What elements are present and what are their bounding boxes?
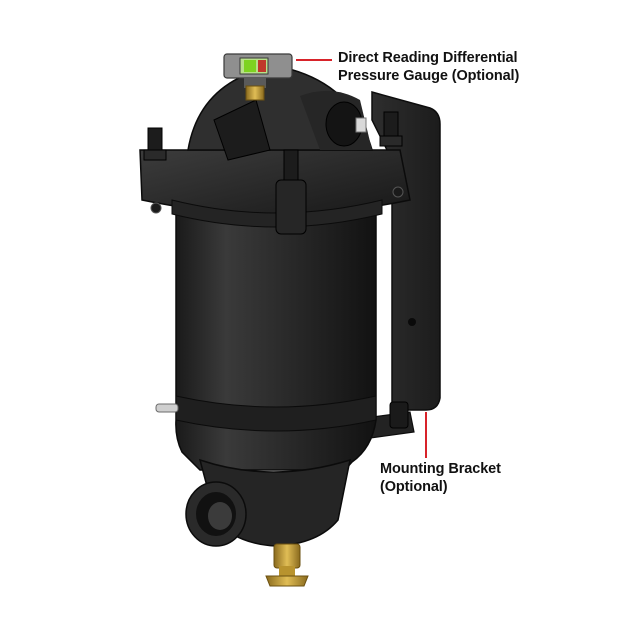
bracket-callout-line2: (Optional) (380, 479, 448, 495)
differential-pressure-gauge (223, 53, 293, 101)
leader-lines (296, 59, 427, 458)
gauge-callout-line1: Direct Reading Differential (338, 50, 518, 66)
gauge-callout-label: Direct Reading Differential Pressure Gau… (338, 49, 519, 85)
inlet-port (185, 481, 247, 547)
drain-valve (265, 543, 309, 587)
bracket-callout-label: Mounting Bracket (Optional) (380, 460, 501, 496)
bracket-callout-line1: Mounting Bracket (380, 461, 501, 477)
lid-bolts (143, 111, 403, 235)
filter-head (139, 65, 411, 228)
gauge-callout-line2: Pressure Gauge (Optional) (338, 68, 520, 84)
filter-bowl (155, 213, 377, 547)
